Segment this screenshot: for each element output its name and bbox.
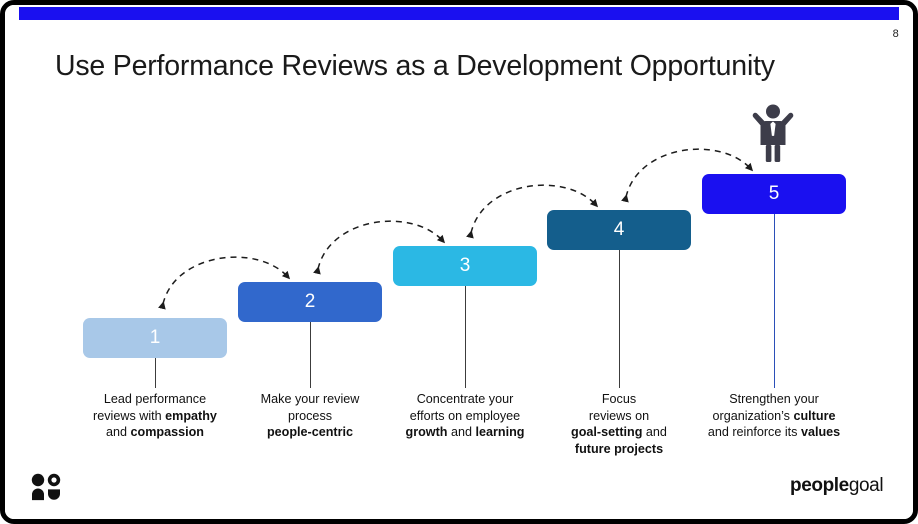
- caption-line: Lead performance: [103, 392, 207, 406]
- step-number-5: 5: [768, 183, 780, 204]
- caption-line: future projects: [574, 441, 664, 456]
- page-number: 8: [892, 28, 899, 40]
- caption-line: Make your review: [260, 392, 360, 406]
- step-caption-3: Concentrate your efforts on employee growt…: [381, 391, 549, 441]
- step-connector-2: [310, 322, 311, 388]
- celebrating-person-icon: [752, 104, 794, 162]
- step-connector-5: [774, 214, 775, 388]
- people-grid-icon: [31, 473, 61, 501]
- caption-line: goal-setting and: [571, 425, 667, 439]
- caption-line: and reinforce its values: [707, 425, 841, 439]
- step-bar-5[interactable]: 5: [702, 174, 846, 214]
- caption-line: efforts on employee: [409, 408, 521, 423]
- caption-line: Concentrate your: [416, 392, 514, 406]
- caption-line: organization’s culture: [712, 408, 836, 423]
- step-bar-2[interactable]: 2: [238, 282, 382, 322]
- caption-line: and compassion: [106, 425, 204, 439]
- steps-layer: 1 2 3 4 5: [5, 5, 913, 519]
- caption-line: reviews with empathy: [93, 408, 217, 423]
- brand-name-light: goal: [848, 475, 884, 496]
- step-bar-1[interactable]: 1: [83, 318, 227, 358]
- step-bar-3[interactable]: 3: [393, 246, 537, 286]
- step-caption-1: Lead performance reviews with empathy and …: [71, 391, 239, 441]
- slide-canvas: 8 Use Performance Reviews as a Developme…: [5, 5, 913, 519]
- step-number-1: 1: [149, 327, 161, 348]
- step-number-4: 4: [613, 219, 625, 240]
- step-caption-2: Make your review process people-centric: [226, 391, 394, 441]
- brand-logo: peoplegoal: [790, 475, 884, 497]
- step-number-2: 2: [304, 291, 316, 312]
- brand-name-strong: people: [790, 475, 849, 496]
- step-connector-1: [155, 358, 156, 388]
- caption-line: people-centric: [266, 425, 354, 439]
- page-title: Use Performance Reviews as a Development…: [55, 50, 775, 82]
- step-number-3: 3: [459, 255, 471, 276]
- step-caption-5: Strengthen your organization’s culture and…: [690, 391, 858, 441]
- caption-line: reviews on: [588, 408, 650, 423]
- caption-line: Strengthen your: [729, 392, 819, 406]
- caption-line: Focus: [601, 392, 637, 406]
- step-connector-4: [619, 250, 620, 388]
- caption-line: growth and learning: [405, 425, 525, 439]
- caption-line: process: [287, 408, 333, 423]
- top-accent-bar: [19, 7, 899, 20]
- step-caption-4: Focus reviews on goal-setting and future pr…: [535, 391, 703, 457]
- step-bar-4[interactable]: 4: [547, 210, 691, 250]
- step-connector-3: [465, 286, 466, 388]
